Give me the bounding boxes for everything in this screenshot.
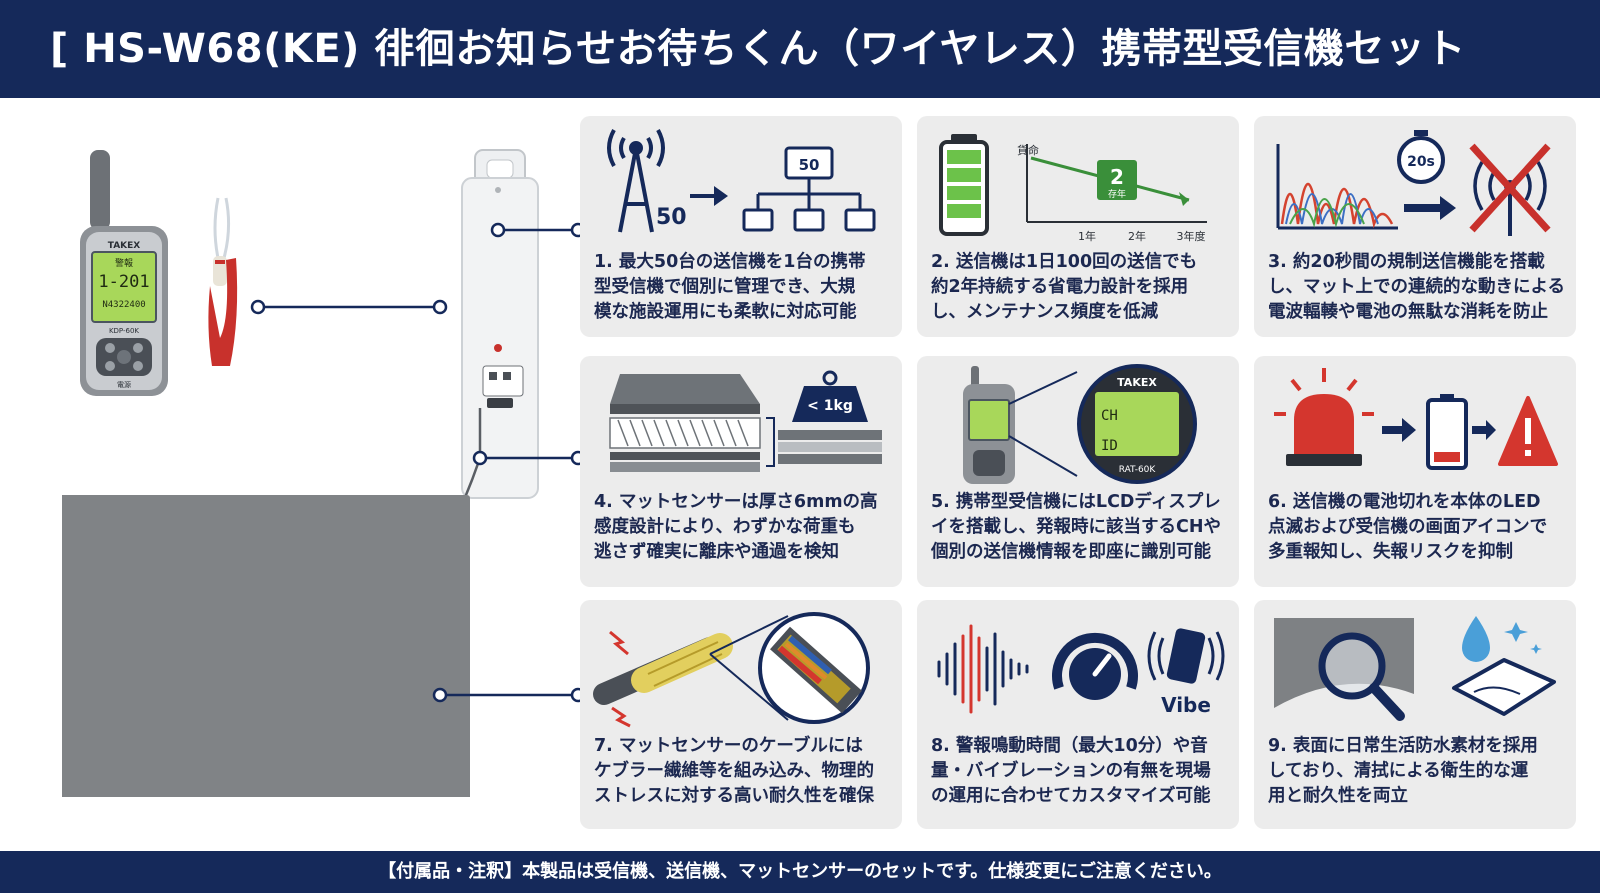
receiver-icon: [963, 366, 1015, 484]
feature-text-3: 3. 約20秒間の規制送信機能を搭載 し、マット上での連続的な動きによる 電波輻…: [1268, 252, 1565, 322]
feature-card-8: Vibe 8. 警報鳴動時間（最大10分）や音 量・バイブレーションの有無を現場…: [917, 600, 1239, 829]
antenna-icon: [607, 129, 665, 233]
header-bar: [ HS-W68(KE) 徘徊お知らせお待ちくん（ワイヤレス）携帯型受信機セット: [0, 0, 1600, 98]
warning-icon: [1498, 396, 1558, 466]
transmitter-unit: [461, 149, 539, 499]
feature-card-6: 6. 送信機の電池切れを本体のLED 点滅および受信機の画面アイコンで 多重報知…: [1254, 356, 1576, 587]
receiver-strap: [208, 197, 238, 366]
lifespan-tick-3: 3年度: [1177, 229, 1206, 243]
no-signal-icon: [1469, 143, 1551, 236]
feature-text-4: 4. マットセンサーは厚さ6mmの高 感度設計により、わずかな荷重も 逃さず確実…: [594, 492, 878, 562]
receiver-model-label: KDP-60K: [109, 327, 139, 335]
reinforced-cable-icon: [593, 630, 733, 728]
antenna-count-label: 50: [656, 205, 687, 230]
feature-text-5: 5. 携帯型受信機にはLCDディスプレ イを搭載し、発報時に該当するCHや 個別…: [931, 492, 1221, 562]
waveform-chart-icon: [1276, 144, 1398, 230]
weight-icon: [792, 370, 868, 422]
feature-text-6: 6. 送信機の電池切れを本体のLED 点滅および受信機の画面アイコンで 多重報知…: [1268, 492, 1548, 562]
lcd-id-label: ID: [1101, 438, 1118, 454]
feature-card-2: 貨命 2 存年 1年 2年 3年度 2. 送信機は1日100回の送信でも 約2年…: [917, 116, 1239, 337]
receiver-screen-main: 1-201: [98, 272, 149, 292]
feature-card-5: TAKEX CH ID RAT-60K 5. 携帯型受信機にはLCDディスプレ …: [917, 356, 1239, 587]
vibe-label: Vibe: [1161, 693, 1211, 717]
mat-sensor: [62, 495, 470, 797]
callout-connectors: [250, 222, 580, 703]
battery-icon: [939, 134, 989, 236]
lifespan-badge-unit: 存年: [1108, 188, 1126, 200]
handheld-receiver: TAKEX 警報 1-201 N4322400 KDP-60K 電源: [80, 150, 168, 396]
lifespan-axis-label: 貨命: [1017, 143, 1039, 157]
magnifier-icon: [1318, 632, 1405, 721]
sound-wave-icon: [937, 624, 1029, 714]
footer-note: 【付属品・注釈】本製品は受信機、送信機、マットセンサーのセットです。仕様変更にご…: [378, 861, 1222, 882]
water-drop-icon: [1462, 616, 1542, 662]
lifespan-badge-number: 2: [1110, 165, 1124, 189]
lifespan-chart-icon: [1026, 144, 1207, 223]
network-icon: [742, 146, 876, 232]
receiver-power-label: 電源: [117, 380, 131, 389]
receiver-screen-top: 警報: [115, 257, 133, 269]
volume-dial-icon: [1052, 632, 1138, 700]
lcd-brand-label: TAKEX: [1117, 376, 1157, 389]
lifespan-tick-2: 2年: [1128, 229, 1146, 243]
receiver-screen-sub: N4322400: [102, 300, 145, 310]
feature-card-9: 9. 表面に日常生活防水素材を採用 しており、清拭による衛生的な運 用と耐久性を…: [1254, 600, 1576, 829]
arrow-icon: [1382, 418, 1416, 442]
receiver-brand-label: TAKEX: [108, 241, 141, 251]
page-title: [ HS-W68(KE) 徘徊お知らせお待ちくん（ワイヤレス）携帯型受信機セット: [50, 26, 1466, 72]
low-battery-icon: [1426, 394, 1468, 470]
feature-text-8: 8. 警報鳴動時間（最大10分）や音 量・バイブレーションの有無を現場 の運用に…: [931, 736, 1211, 806]
timer-label: 20s: [1407, 154, 1435, 170]
clean-cloth-icon: [1452, 658, 1556, 716]
lifespan-tick-1: 1年: [1078, 229, 1096, 243]
feature-card-3: 20s 3. 約20秒間の規制送信機能を搭載 し、マット上での連続的な動きによる…: [1254, 116, 1576, 337]
product-illustration: TAKEX 警報 1-201 N4322400 KDP-60K 電源: [62, 149, 580, 797]
footer-bar: 【付属品・注釈】本製品は受信機、送信機、マットセンサーのセットです。仕様変更にご…: [0, 851, 1600, 893]
lcd-zoom-icon: [1077, 364, 1197, 484]
weight-label: < 1kg: [807, 398, 853, 414]
lcd-ch-label: CH: [1101, 408, 1118, 424]
feature-card-1: 50 50 1. 最大50台の送信機を1台の携帯 型受信機で個別に管理でき、大規…: [580, 116, 902, 337]
laptop-count-label: 50: [799, 156, 820, 174]
feature-card-7: 7. マットセンサーのケーブルには ケブラー繊維等を組み込み、物理的 ストレスに…: [580, 600, 902, 829]
feature-text-1: 1. 最大50台の送信機を1台の携帯 型受信機で個別に管理でき、大規 模な施設運…: [594, 252, 866, 322]
arrow-icon: [690, 186, 728, 206]
feature-text-2: 2. 送信機は1日100回の送信でも 約2年持続する省電力設計を採用 し、メンテ…: [931, 252, 1198, 322]
stopwatch-icon: [1397, 130, 1445, 184]
feature-text-9: 9. 表面に日常生活防水素材を採用 しており、清拭による衛生的な運 用と耐久性を…: [1268, 736, 1538, 806]
feature-text-7: 7. マットセンサーのケーブルには ケブラー繊維等を組み込み、物理的 ストレスに…: [594, 736, 874, 806]
siren-icon: [1274, 368, 1374, 466]
vibration-icon: [1147, 628, 1225, 684]
cable-cross-section-icon: [758, 612, 870, 724]
mat-layers-icon: [609, 374, 882, 472]
lcd-model-label: RAT-60K: [1119, 465, 1157, 475]
feature-card-4: < 1kg 4. マットセンサーは厚さ6mmの高 感度設計により、わずかな荷重も…: [580, 356, 902, 587]
